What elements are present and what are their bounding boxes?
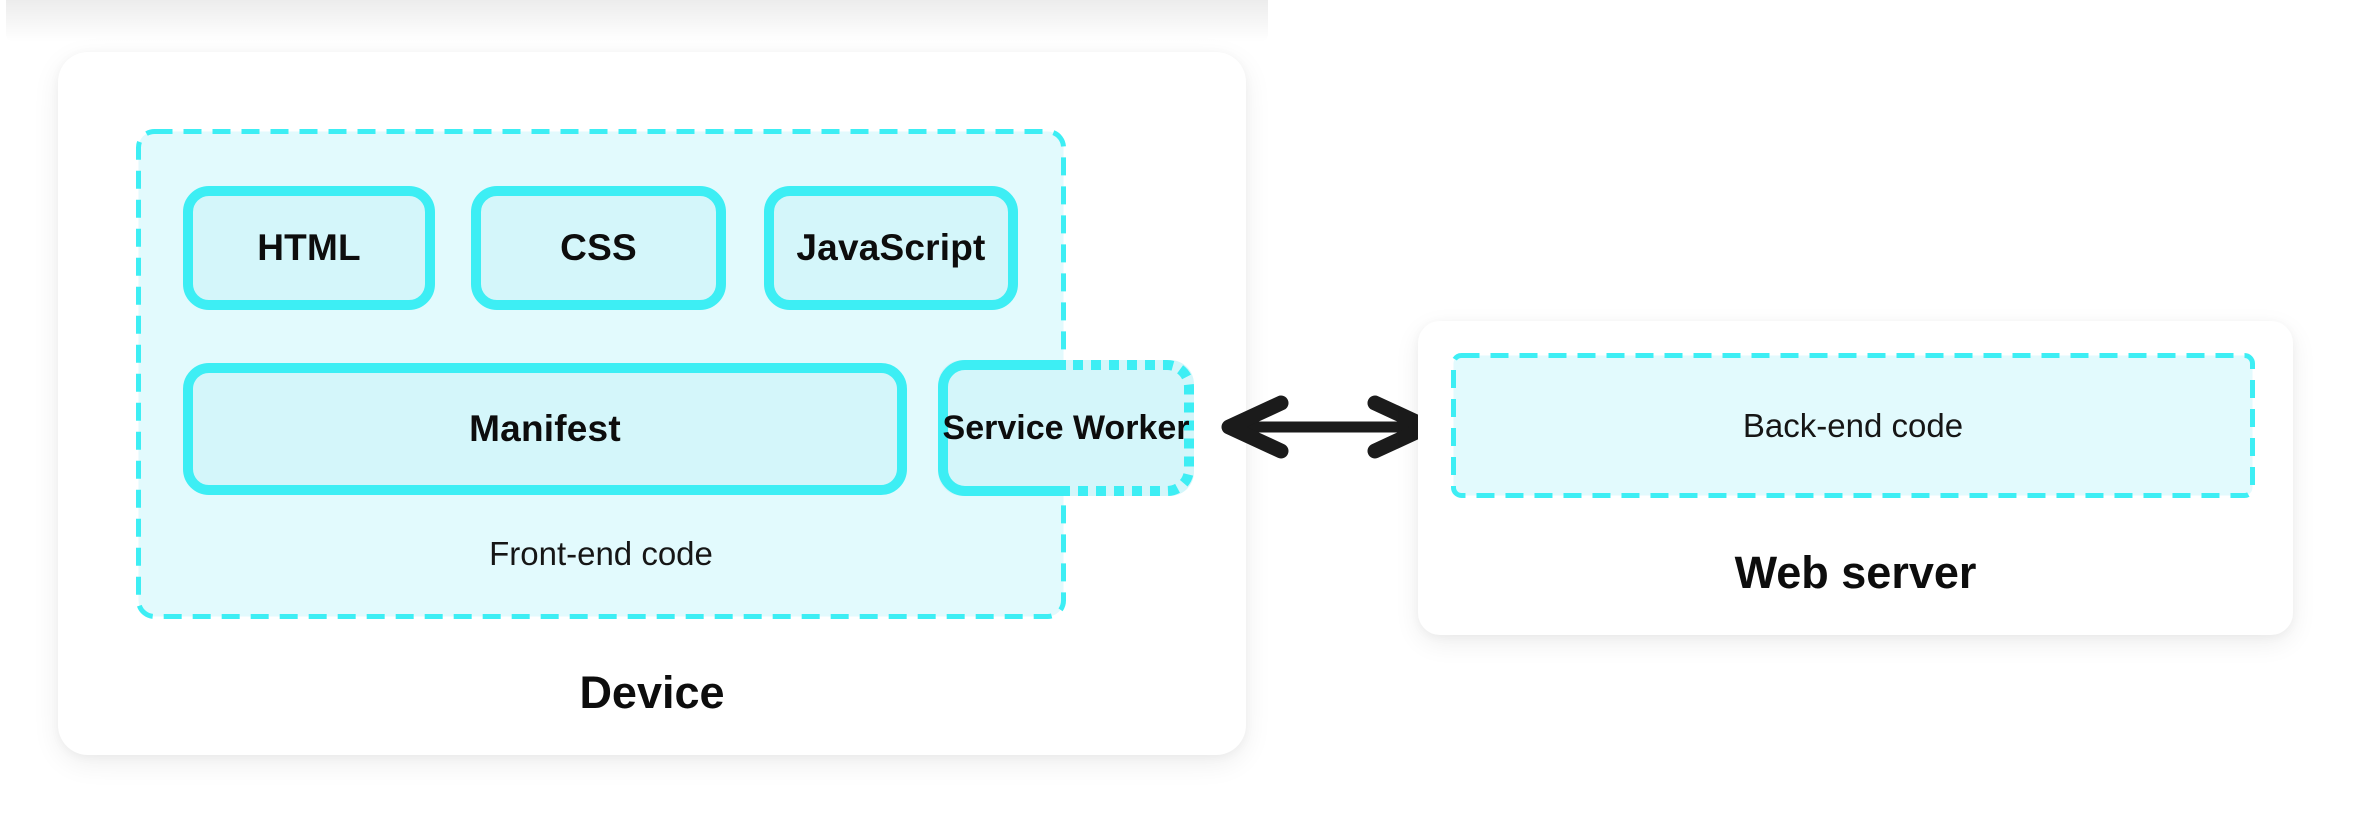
device-card: HTML CSS JavaScript Manifest Service Wor… (58, 52, 1246, 755)
box-html-label: HTML (257, 227, 361, 268)
box-manifest: Manifest (183, 363, 907, 495)
service-worker-solid-border (938, 360, 1066, 496)
box-html: HTML (183, 186, 435, 310)
box-service-worker: Service Worker (938, 360, 1194, 496)
frontend-zone-label: Front-end code (489, 535, 713, 572)
double-arrow-icon (1221, 395, 1435, 459)
device-card-label: Device (579, 667, 725, 718)
box-service-worker-label: Service Worker (942, 408, 1190, 447)
box-javascript: JavaScript (764, 186, 1018, 310)
box-javascript-label: JavaScript (796, 227, 986, 268)
box-manifest-label: Manifest (469, 408, 621, 449)
backend-dashed-border (1451, 353, 2255, 498)
backend-zone-label: Back-end code (1742, 406, 1964, 444)
box-css-label: CSS (560, 227, 637, 268)
cropped-shadow-artifact (6, 0, 1268, 42)
backend-container: Back-end code (1451, 353, 2255, 498)
service-worker-dotted-border (1066, 360, 1194, 496)
box-css: CSS (471, 186, 726, 310)
web-server-card-label: Web server (1734, 547, 1977, 598)
web-server-card: Back-end code Web server (1418, 321, 2293, 635)
